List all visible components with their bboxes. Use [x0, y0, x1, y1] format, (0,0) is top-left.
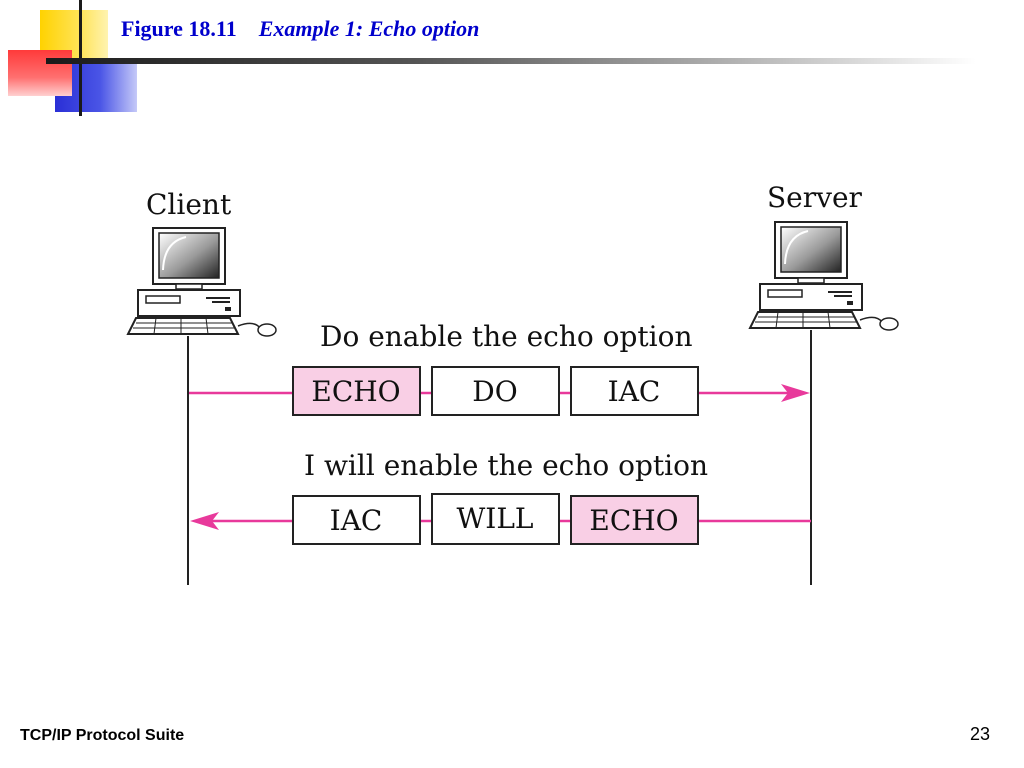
svg-text:WILL: WILL — [456, 502, 533, 535]
figure-title: Example 1: Echo option — [258, 16, 480, 41]
message2-field-iac: IAC — [292, 495, 421, 545]
figure-number: Figure 18.11 — [121, 16, 237, 41]
message2-field-will: WILL — [431, 493, 560, 545]
svg-text:ECHO: ECHO — [311, 375, 400, 408]
client-label: Client — [146, 188, 232, 221]
client-computer-icon — [126, 227, 277, 337]
svg-text:IAC: IAC — [608, 375, 661, 408]
slide-title: Figure 18.11 Example 1: Echo option — [121, 16, 479, 42]
message2-caption: I will enable the echo option — [304, 449, 708, 482]
decor-red-square — [8, 50, 72, 96]
svg-text:IAC: IAC — [330, 504, 383, 537]
message1-field-do: DO — [431, 366, 560, 416]
message1-caption: Do enable the echo option — [320, 320, 693, 353]
decor-title-underline — [46, 58, 976, 64]
server-label: Server — [767, 181, 863, 214]
page-number: 23 — [969, 724, 990, 744]
message2-arrow — [190, 512, 811, 530]
svg-text:ECHO: ECHO — [589, 504, 678, 537]
message1-field-iac: IAC — [570, 366, 699, 416]
svg-text:DO: DO — [472, 375, 517, 408]
server-computer-icon — [748, 221, 899, 331]
footer-text: TCP/IP Protocol Suite — [20, 727, 185, 744]
message2-field-echo: ECHO — [570, 495, 699, 545]
message1-arrow — [189, 384, 810, 402]
message1-field-echo: ECHO — [292, 366, 421, 416]
